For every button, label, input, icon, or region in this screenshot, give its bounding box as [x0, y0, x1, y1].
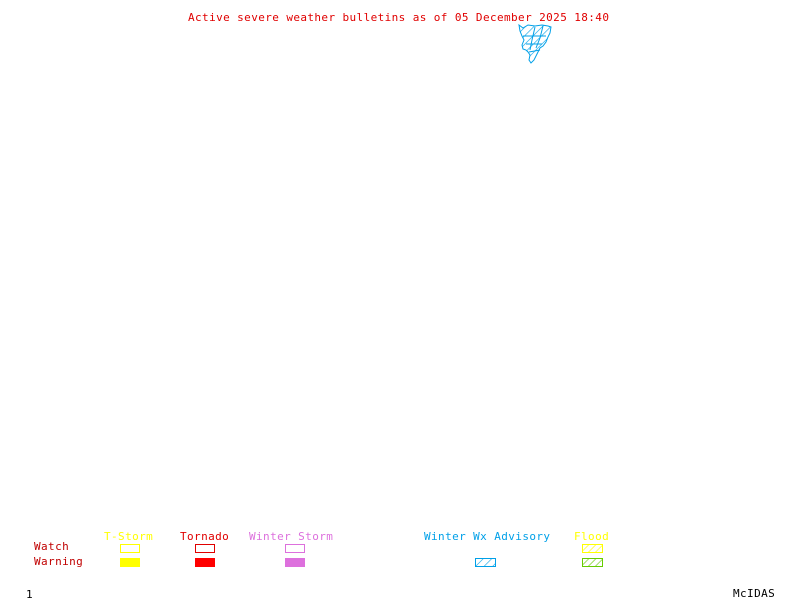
zone-boundary: [535, 25, 544, 49]
winter-storm-watch-swatch: [285, 544, 305, 553]
tstorm-warning-swatch: [120, 558, 140, 567]
legend-row-warning: Warning: [34, 555, 84, 568]
winter-storm-warning-swatch: [285, 558, 305, 567]
bulletin-title: Active severe weather bulletins as of 05…: [188, 11, 610, 24]
tornado-watch-swatch: [195, 544, 215, 553]
frame-number: 1: [26, 588, 34, 601]
tstorm-watch-swatch: [120, 544, 140, 553]
zone-boundary: [528, 49, 541, 53]
flood-warning-swatch: [582, 558, 603, 567]
legend-header-flood: Flood: [574, 530, 610, 543]
software-label: McIDAS: [733, 587, 776, 600]
flood-watch-swatch: [582, 544, 603, 553]
legend-header-winter-storm: Winter Storm: [249, 530, 334, 543]
zone-boundary: [529, 26, 536, 51]
legend-row-watch: Watch: [34, 540, 70, 553]
legend-header-winter-wx-advisory: Winter Wx Advisory: [424, 530, 551, 543]
tornado-warning-swatch: [195, 558, 215, 567]
legend-header-tstorm: T-Storm: [104, 530, 154, 543]
winter-wx-advisory-swatch: [475, 558, 496, 567]
legend-header-tornado: Tornado: [180, 530, 230, 543]
